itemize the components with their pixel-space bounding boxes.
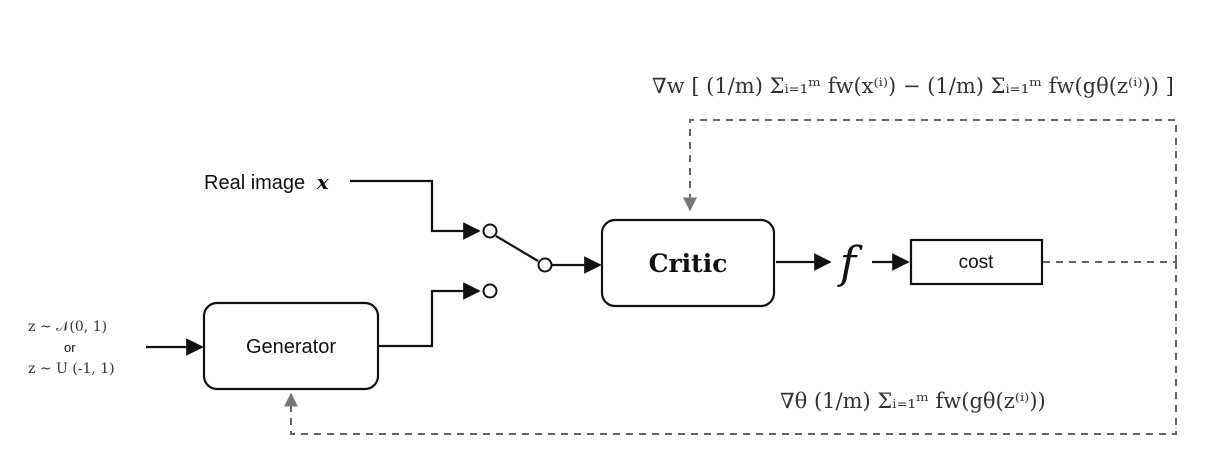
critic-label: Critic bbox=[649, 249, 728, 278]
generator-box: Generator bbox=[202, 301, 380, 391]
noise-or-label: or bbox=[64, 340, 76, 355]
noise-uniform-label: z ~ U (-1, 1) bbox=[28, 361, 115, 377]
switch-output bbox=[537, 257, 553, 273]
switch-input-generated bbox=[482, 283, 498, 299]
noise-normal-label: z ~ 𝒩(0, 1) bbox=[28, 319, 107, 335]
real-image-label: Real image x bbox=[204, 170, 330, 194]
cost-label: cost bbox=[959, 252, 995, 273]
generator-gradient-formula: ∇θ (1/m) Σᵢ₌₁ᵐ fw(gθ(z⁽ⁱ⁾)) bbox=[780, 389, 1046, 413]
switch-input-real bbox=[482, 223, 498, 239]
switch-arm bbox=[495, 235, 539, 262]
f-symbol: f bbox=[837, 238, 863, 289]
generator-feedback-line bbox=[284, 262, 1177, 435]
generator-output-wire bbox=[378, 282, 481, 348]
real-image-wire bbox=[350, 179, 481, 240]
critic-box: Critic bbox=[600, 218, 776, 308]
generator-label: Generator bbox=[246, 336, 336, 358]
critic-feedback-line bbox=[683, 119, 1177, 262]
critic-gradient-formula: ∇w [ (1/m) Σᵢ₌₁ᵐ fw(x⁽ⁱ⁾) − (1/m) Σᵢ₌₁ᵐ … bbox=[652, 74, 1174, 98]
cost-box: cost bbox=[909, 238, 1044, 286]
